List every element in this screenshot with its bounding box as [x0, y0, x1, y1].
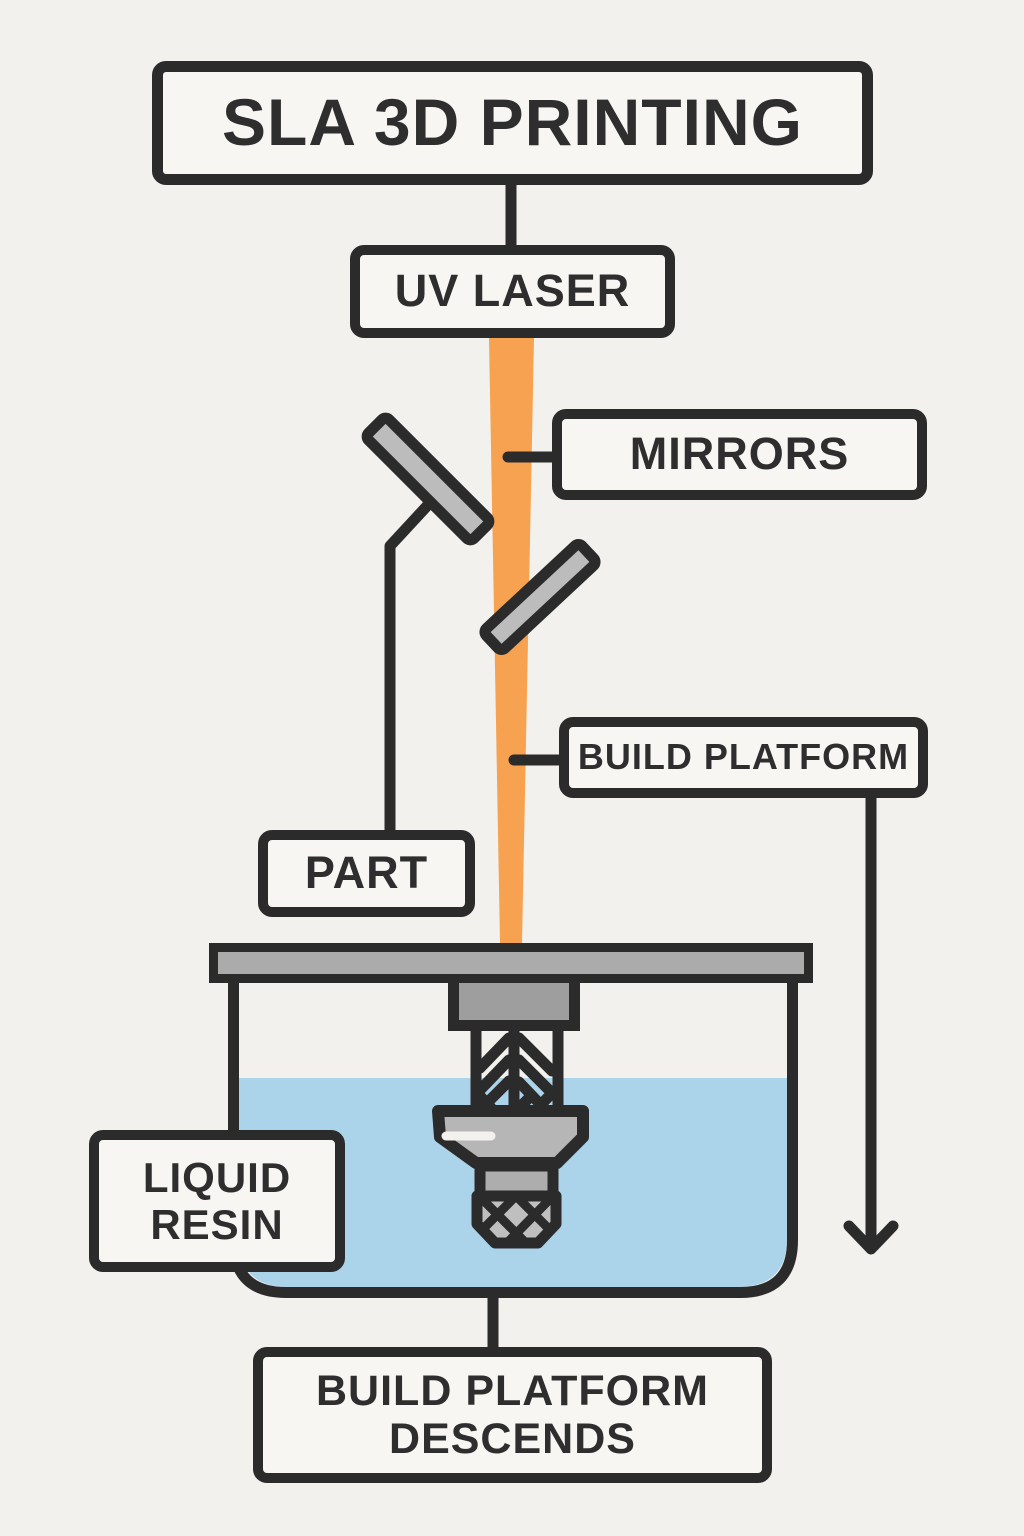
mirrors-box: MIRRORS	[552, 409, 927, 500]
uv-laser-box: UV LASER	[350, 245, 675, 338]
title-box: SLA 3D PRINTING	[152, 61, 873, 185]
liquid-resin-box: LIQUID RESIN	[89, 1130, 345, 1272]
title-label: SLA 3D PRINTING	[222, 85, 803, 160]
descend-arrow-icon	[843, 1220, 899, 1255]
build-platform-box: BUILD PLATFORM	[559, 717, 928, 798]
mirror-1-icon	[361, 412, 495, 546]
part-assembly	[432, 1020, 589, 1249]
mirror-2-icon	[479, 539, 601, 655]
part-box: PART	[258, 830, 475, 917]
build-platform-descends-label: BUILD PLATFORM DESCENDS	[316, 1366, 709, 1463]
liquid-resin-label: LIQUID RESIN	[142, 1153, 292, 1248]
build-platform-bar	[209, 943, 813, 983]
uv-laser-label: UV LASER	[394, 265, 631, 317]
part-label: PART	[304, 847, 429, 899]
connector-mirror-part	[384, 500, 433, 842]
build-platform-label: BUILD PLATFORM	[577, 736, 910, 778]
build-platform-descends-box: BUILD PLATFORM DESCENDS	[253, 1347, 772, 1483]
mirrors-label: MIRRORS	[629, 428, 850, 480]
